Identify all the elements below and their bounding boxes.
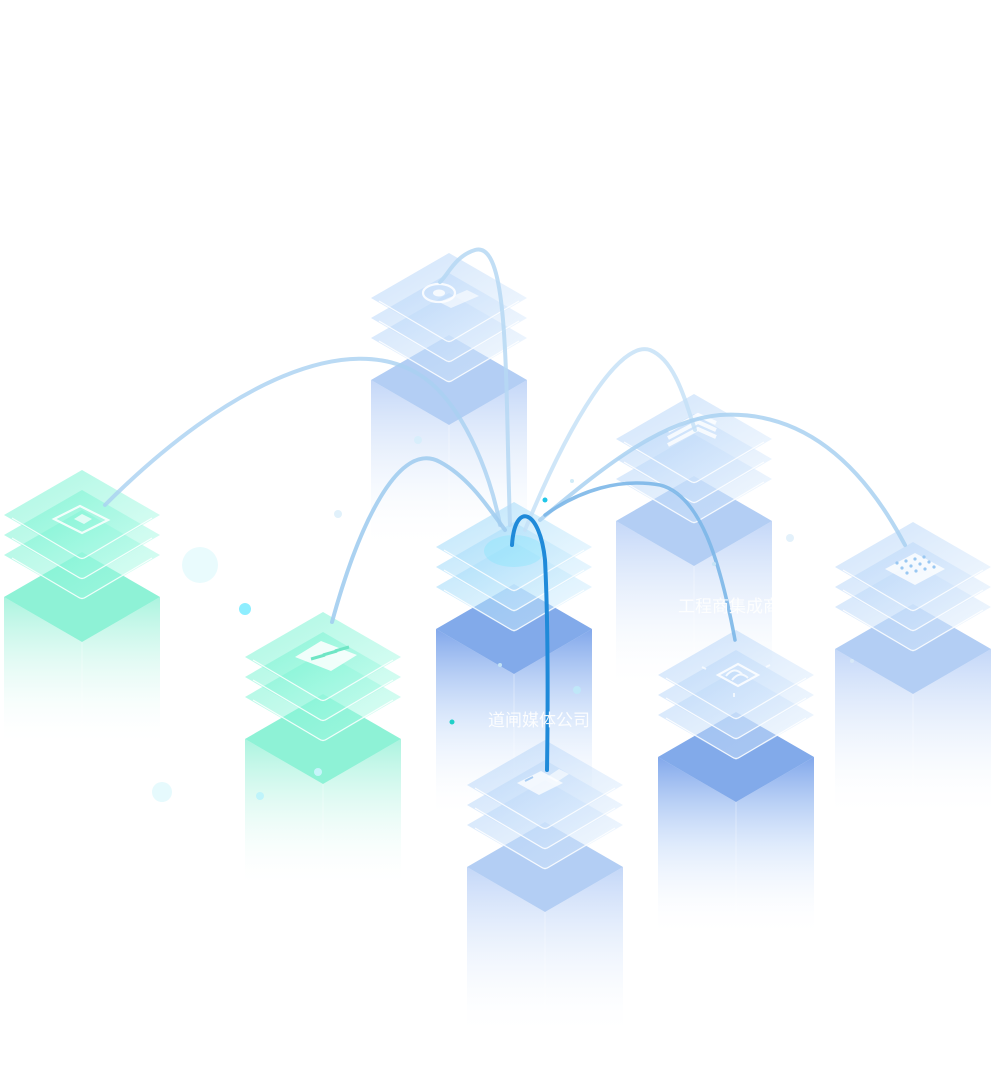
- decorative-dot: [570, 479, 574, 483]
- decorative-dot: [256, 792, 264, 800]
- pillar-right-lower-blue: [658, 630, 814, 937]
- pillar-far-right-blue: [835, 522, 991, 819]
- decorative-dot: [182, 547, 218, 583]
- decorative-dot: [712, 562, 716, 566]
- decorative-dot: [786, 534, 794, 542]
- connection-arc: [538, 412, 907, 547]
- pillar-mid-green: [245, 612, 401, 889]
- pillar-right-upper-blue: [616, 394, 772, 691]
- connection-arc: [438, 247, 512, 527]
- decorative-dot: [414, 436, 422, 444]
- media-company-label: 道闸媒体公司: [488, 711, 590, 731]
- decorative-dot: [573, 686, 581, 694]
- pillar-center-blue: [436, 502, 592, 819]
- connection-arc: [510, 514, 550, 772]
- decorative-dot: [542, 497, 548, 503]
- connection-arc: [523, 347, 697, 532]
- decorative-dot: [334, 510, 342, 518]
- chip-icon: [701, 662, 771, 697]
- connection-arc: [103, 356, 502, 527]
- hub-icon: [484, 535, 544, 567]
- keypad-icon: [885, 553, 945, 585]
- integrator-label: 工程商集成商: [678, 597, 780, 617]
- decorative-dot: [152, 782, 172, 802]
- pillar-left-green: [4, 470, 160, 747]
- decorative-dot: [239, 603, 251, 615]
- pillar-bottom-blue: [467, 740, 623, 1037]
- decorative-dots: [152, 436, 854, 802]
- gate-icon: [517, 769, 569, 795]
- connection-arc: [543, 481, 737, 642]
- camera-icon: [421, 282, 479, 308]
- dashboard-icon: [51, 504, 111, 535]
- connection-arc: [330, 456, 507, 624]
- decorative-dot: [498, 663, 502, 667]
- decorative-dot: [850, 659, 854, 663]
- server-rack-icon: [295, 641, 357, 671]
- decorative-dot: [314, 768, 322, 776]
- decorative-dot: [449, 719, 455, 725]
- connection-arcs: [103, 247, 907, 772]
- pillar-top-blue: [371, 253, 527, 550]
